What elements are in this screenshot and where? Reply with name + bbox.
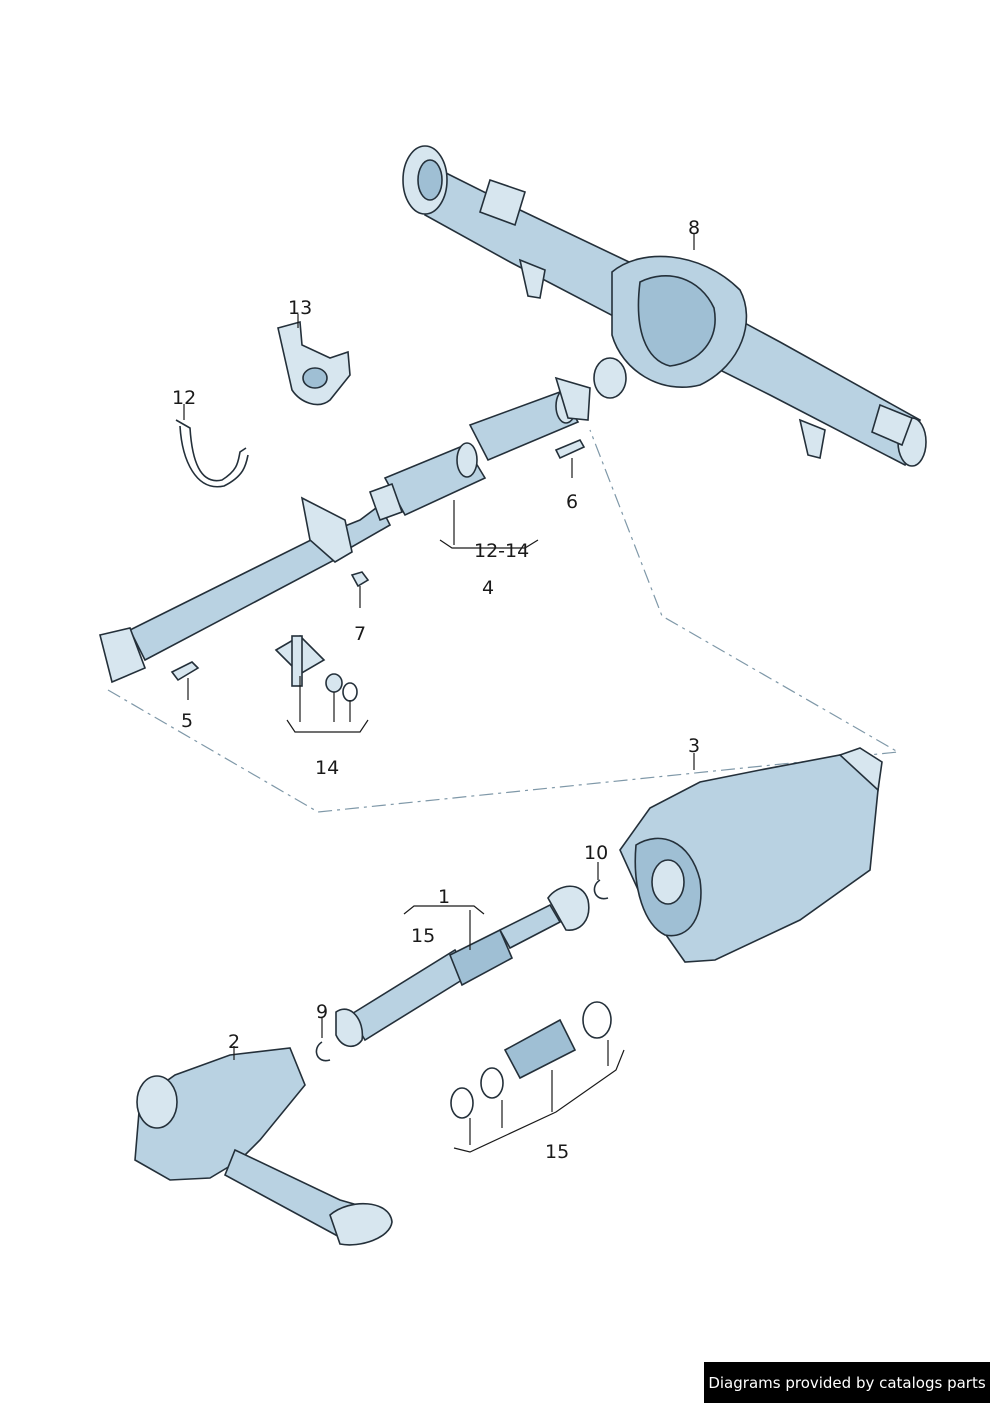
callout-9: 9 [316, 1001, 328, 1023]
callout-12-14: 12-14 [474, 540, 529, 562]
callout-1: 1 [438, 886, 450, 908]
callout-15-lower: 15 [545, 1141, 569, 1163]
callout-10: 10 [584, 842, 608, 864]
callout-14: 14 [315, 757, 339, 779]
credit-banner: Diagrams provided by catalogs parts [704, 1362, 990, 1403]
front-differential[interactable] [134, 1047, 393, 1246]
front-shaft[interactable] [335, 885, 590, 1048]
propeller-shaft[interactable] [99, 376, 591, 684]
bolt-5[interactable] [170, 661, 200, 682]
callout-6: 6 [566, 491, 578, 513]
callout-2: 2 [228, 1031, 240, 1053]
bolt-6[interactable] [554, 438, 586, 460]
assembly-boundary [107, 429, 900, 813]
callout-8: 8 [688, 217, 700, 239]
boot-kit-15[interactable] [450, 1001, 612, 1119]
circlip-10[interactable] [593, 879, 609, 900]
callout-13: 13 [288, 297, 312, 319]
bracket-12[interactable] [175, 419, 249, 488]
callout-4: 4 [482, 577, 494, 599]
callout-5: 5 [181, 710, 193, 732]
center-bearing-13[interactable] [277, 320, 351, 406]
callout-12: 12 [172, 387, 196, 409]
transfer-case[interactable] [619, 747, 883, 963]
universal-joint-14[interactable] [274, 634, 358, 702]
rear-axle[interactable] [402, 145, 927, 467]
callout-7: 7 [354, 623, 366, 645]
leader-lines [183, 233, 695, 1153]
callout-3: 3 [688, 735, 700, 757]
nut-7[interactable] [350, 571, 370, 588]
callout-15-upper: 15 [411, 925, 435, 947]
circlip-9[interactable] [315, 1041, 331, 1062]
